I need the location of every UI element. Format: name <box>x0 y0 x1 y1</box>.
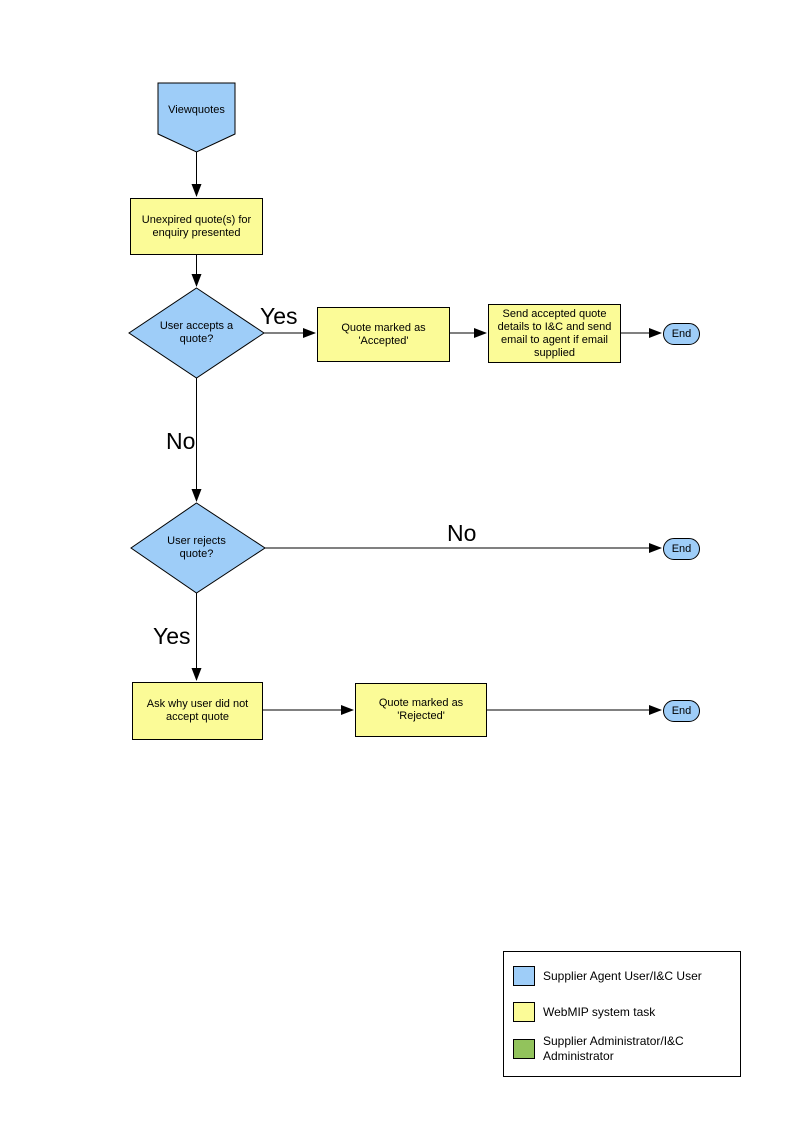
end-node-1: End <box>663 323 700 345</box>
yes-edge-label-1: Yes <box>260 303 298 329</box>
legend-swatch-actor <box>513 966 535 986</box>
legend-label-supplier-admin: Supplier Administrator/I&C Administrator <box>543 1034 684 1063</box>
legend-swatch-task <box>513 1002 535 1022</box>
send-details-box: Send accepted quote details to I&C and s… <box>488 304 621 363</box>
quote-accepted-box: Quote marked as 'Accepted' <box>317 307 450 362</box>
rejects-decision-label: User rejects quote? <box>167 535 226 560</box>
legend-label-supplier-agent: Supplier Agent User/I&C User <box>543 968 702 983</box>
legend-swatch-admin <box>513 1039 535 1059</box>
yes-edge-label-2: Yes <box>153 623 191 649</box>
unexpired-quotes-box: Unexpired quote(s) for enquiry presented <box>130 198 263 255</box>
legend-item-supplier-agent: Supplier Agent User/I&C User <box>513 966 702 986</box>
legend-item-supplier-admin: Supplier Administrator/I&C Administrator <box>513 1034 723 1064</box>
legend-label-webmip-task: WebMIP system task <box>543 1004 656 1019</box>
viewquotes-node: Viewquotes <box>168 103 225 116</box>
end-node-3: End <box>663 700 700 722</box>
legend-item-webmip-task: WebMIP system task <box>513 1002 655 1022</box>
legend-box: Supplier Agent User/I&C User WebMIP syst… <box>503 951 741 1077</box>
viewquotes-pentagon-shape <box>157 82 236 153</box>
no-edge-label-1: No <box>166 428 196 454</box>
accepts-decision-label: User accepts a quote? <box>159 320 234 345</box>
end-node-2: End <box>663 538 700 560</box>
quote-rejected-box: Quote marked as 'Rejected' <box>355 683 487 737</box>
ask-why-box: Ask why user did not accept quote <box>132 682 263 740</box>
no-edge-label-2: No <box>447 520 477 546</box>
